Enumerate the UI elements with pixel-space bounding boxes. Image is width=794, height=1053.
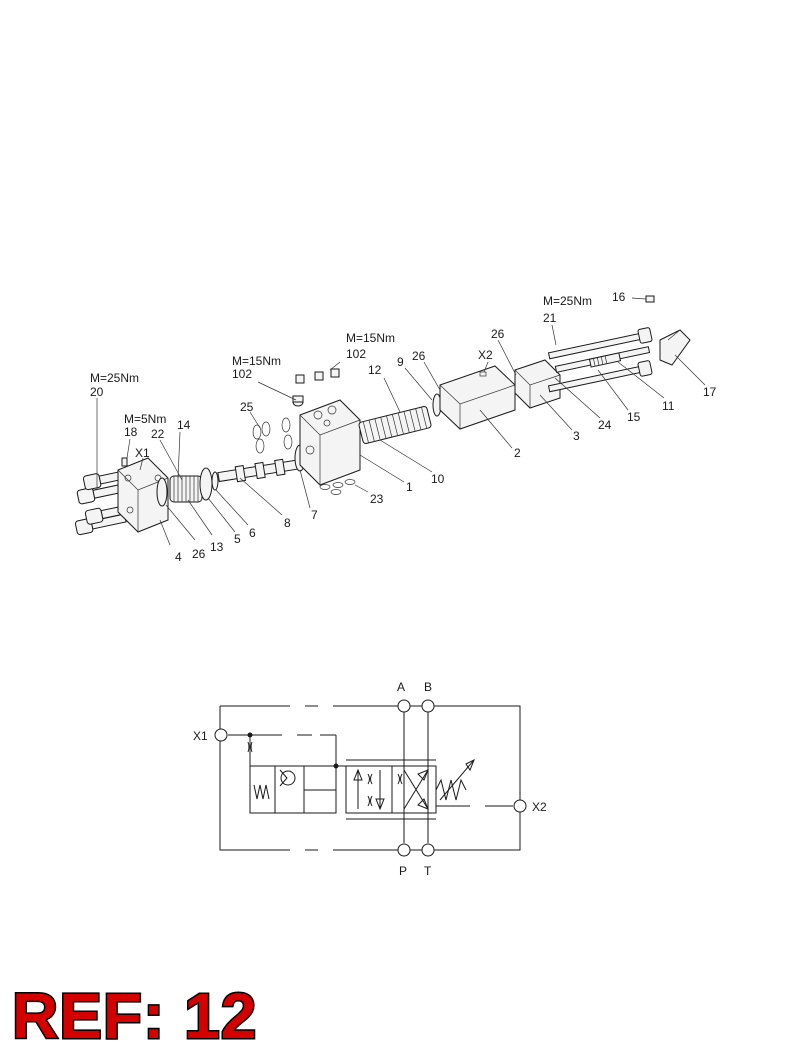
o-ring-26 [156, 477, 168, 507]
callout-9: 9 [397, 355, 404, 369]
port-x2 [513, 799, 527, 813]
callout-22: 22 [151, 427, 165, 441]
spool-8 [217, 458, 299, 483]
port-label-x1: X1 [193, 729, 208, 743]
leader-lines [96, 297, 706, 546]
ring-6 [211, 471, 219, 491]
callout-15: 15 [627, 410, 641, 424]
callout-24: 24 [598, 418, 612, 432]
spring-10 [358, 405, 432, 445]
hydraulic-schematic: A B P T X1 X2 [193, 680, 547, 878]
callout-23: 23 [370, 492, 384, 506]
x1-pilot-line [228, 732, 339, 769]
plugs-102-right [295, 368, 340, 384]
spring-13 [169, 475, 203, 503]
spring-housing-2 [439, 365, 516, 430]
port-p [397, 843, 411, 857]
callout-26-b: 26 [412, 349, 426, 363]
port-label-b: B [424, 680, 432, 694]
port-label-x2: X2 [532, 800, 547, 814]
callout-12: 12 [368, 363, 382, 377]
port-a [397, 699, 411, 713]
callout-2: 2 [514, 446, 521, 460]
callout-26-a: 26 [192, 547, 206, 561]
callout-x1: X1 [135, 446, 150, 460]
callout-5: 5 [234, 532, 241, 546]
valve-body-1 [299, 399, 361, 486]
callout-x2: X2 [478, 348, 493, 362]
callout-14: 14 [177, 418, 191, 432]
callout-26-c: 26 [491, 327, 505, 341]
callout-25: 25 [240, 400, 254, 414]
pin-16 [645, 295, 655, 303]
callout-7: 7 [311, 508, 318, 522]
callout-3: 3 [573, 429, 580, 443]
callout-10: 10 [431, 472, 445, 486]
callout-17: 17 [703, 385, 717, 399]
port-x1 [214, 728, 228, 742]
callout-16: 16 [612, 290, 626, 304]
stem-15 [588, 352, 622, 368]
plate-3 [514, 359, 561, 409]
end-plate-17 [659, 329, 691, 366]
port-t [421, 843, 435, 857]
port-label-t: T [424, 864, 432, 878]
pilot-section [249, 765, 346, 814]
port-b [421, 699, 435, 713]
callout-1: 1 [406, 480, 413, 494]
ref-label: REF: 12 [10, 980, 258, 1052]
cap-screws-20 [74, 469, 133, 536]
callout-11: 11 [662, 399, 675, 413]
callout-4: 4 [175, 550, 182, 564]
plug-102-left [292, 395, 304, 407]
callout-6: 6 [249, 526, 256, 540]
seals-23 [319, 479, 356, 495]
port-label-p: P [399, 864, 407, 878]
o-rings-25 [252, 417, 293, 454]
main-valve [345, 758, 475, 820]
washer-5 [199, 467, 213, 501]
plug-18 [121, 457, 128, 467]
port-lines [403, 712, 429, 843]
port-label-a: A [397, 680, 405, 694]
callout-8: 8 [284, 516, 291, 530]
callout-13: 13 [210, 540, 224, 554]
schematic-outline [219, 705, 521, 851]
